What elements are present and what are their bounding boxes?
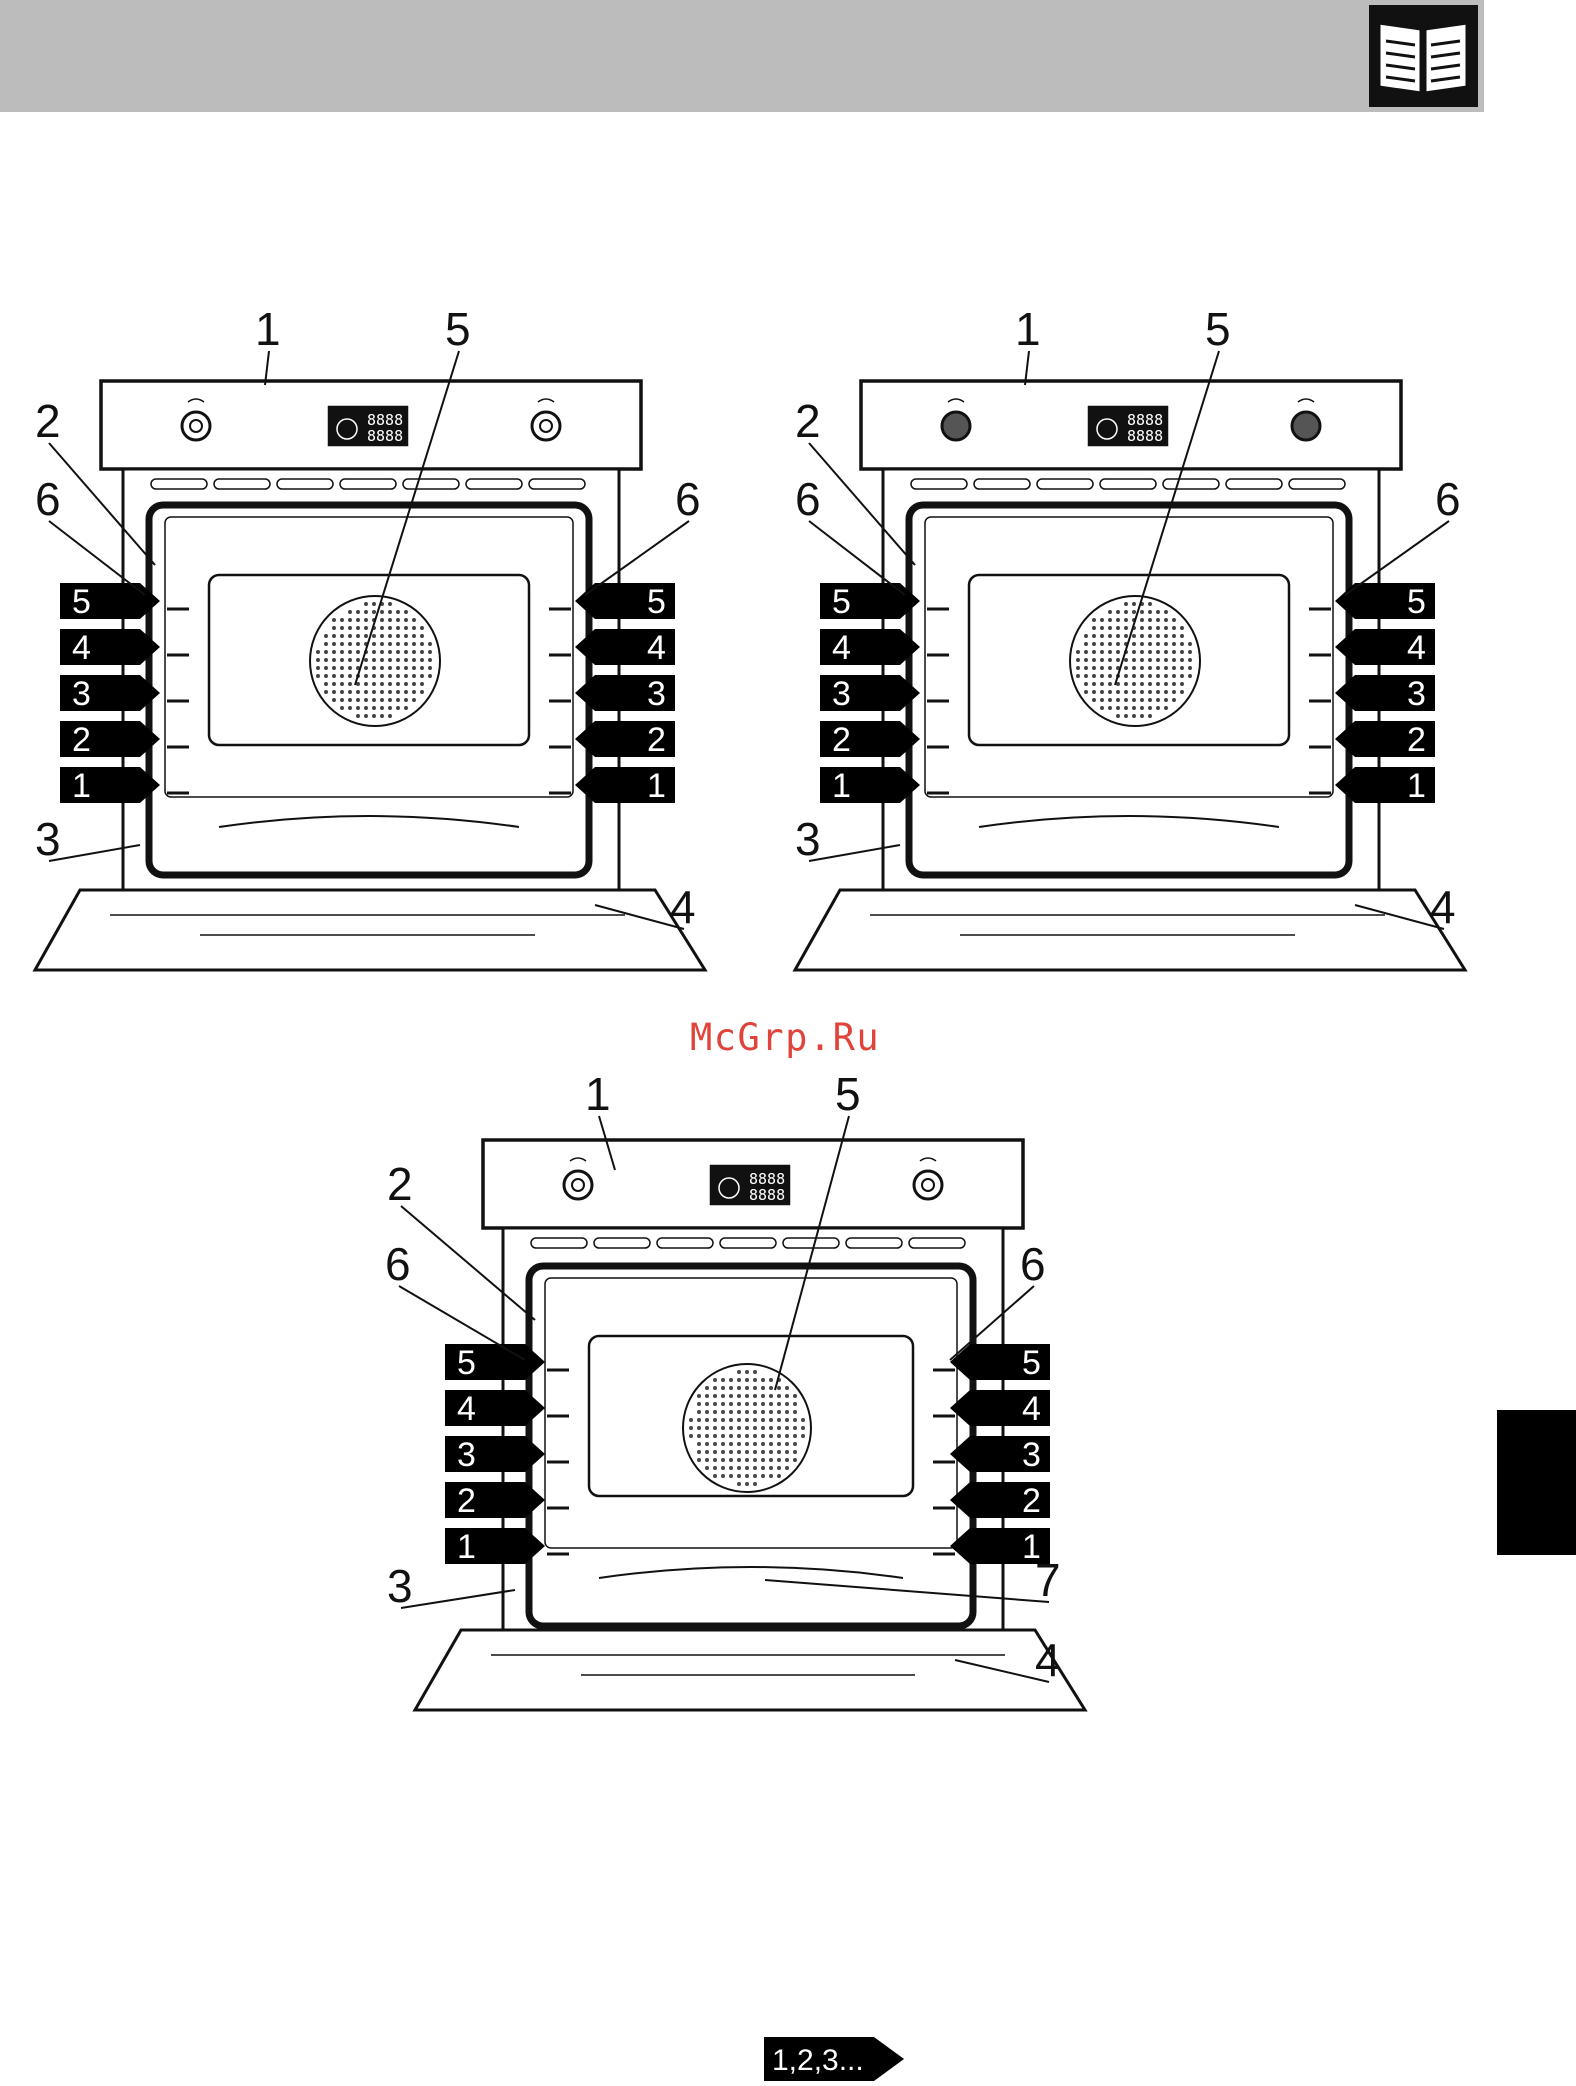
callout-6: 6: [35, 473, 61, 525]
shelf-number-right: 2: [647, 721, 666, 759]
shelf-number-right: 3: [647, 675, 666, 713]
callout-6: 6: [675, 473, 701, 525]
display-digits-bottom: 8888: [367, 427, 403, 445]
shelf-number-right: 5: [1407, 583, 1426, 621]
callout-1: 1: [585, 1068, 611, 1120]
manual-book-icon: [1369, 5, 1478, 107]
shelf-number-left: 3: [832, 675, 851, 713]
callout-4: 4: [1035, 1634, 1061, 1686]
shelf-number-right: 4: [1022, 1390, 1041, 1428]
shelf-number-left: 4: [457, 1390, 476, 1428]
callout-7: 7: [1035, 1554, 1061, 1606]
watermark-text: McGrp.Ru: [690, 1016, 880, 1059]
display-digits-bottom: 8888: [1127, 427, 1163, 445]
shelf-number-left: 4: [72, 629, 91, 667]
shelf-number-left: 5: [832, 583, 851, 621]
callout-2: 2: [35, 395, 61, 447]
shelf-number-left: 2: [457, 1482, 476, 1520]
shelf-number-left: 1: [72, 767, 91, 805]
callout-3: 3: [387, 1560, 413, 1612]
shelf-number-right: 4: [647, 629, 666, 667]
callout-6: 6: [795, 473, 821, 525]
callout-1: 1: [1015, 303, 1041, 355]
shelf-number-right: 3: [1407, 675, 1426, 713]
callout-4: 4: [1430, 881, 1456, 933]
shelf-number-left: 1: [457, 1528, 476, 1566]
shelf-number-left: 3: [457, 1436, 476, 1474]
shelf-number-right: 2: [1022, 1482, 1041, 1520]
header-bar: [0, 0, 1484, 112]
shelf-number-right: 4: [1407, 629, 1426, 667]
shelf-number-right: 1: [1407, 767, 1426, 805]
shelf-number-right: 5: [1022, 1344, 1041, 1382]
shelf-number-left: 1: [832, 767, 851, 805]
shelf-number-right: 1: [647, 767, 666, 805]
callout-6: 6: [1020, 1238, 1046, 1290]
shelf-number-right: 5: [647, 583, 666, 621]
callout-6: 6: [1435, 473, 1461, 525]
shelf-number-left: 3: [72, 675, 91, 713]
next-page-button[interactable]: 1,2,3...: [764, 2037, 904, 2081]
callout-6: 6: [385, 1238, 411, 1290]
shelf-number-right: 2: [1407, 721, 1426, 759]
callout-4: 4: [670, 881, 696, 933]
shelf-number-left: 2: [72, 721, 91, 759]
shelf-number-right: 3: [1022, 1436, 1041, 1474]
callout-5: 5: [835, 1068, 861, 1120]
callout-2: 2: [795, 395, 821, 447]
next-page-label: 1,2,3...: [772, 2044, 864, 2077]
callout-3: 3: [35, 813, 61, 865]
callout-3: 3: [795, 813, 821, 865]
shelf-number-left: 5: [72, 583, 91, 621]
callout-1: 1: [255, 303, 281, 355]
shelf-number-left: 2: [832, 721, 851, 759]
callout-5: 5: [1205, 303, 1231, 355]
shelf-number-left: 4: [832, 629, 851, 667]
display-digits-bottom: 8888: [749, 1186, 785, 1204]
shelf-number-left: 5: [457, 1344, 476, 1382]
callout-5: 5: [445, 303, 471, 355]
callout-2: 2: [387, 1158, 413, 1210]
section-tab: [1497, 1410, 1576, 1555]
